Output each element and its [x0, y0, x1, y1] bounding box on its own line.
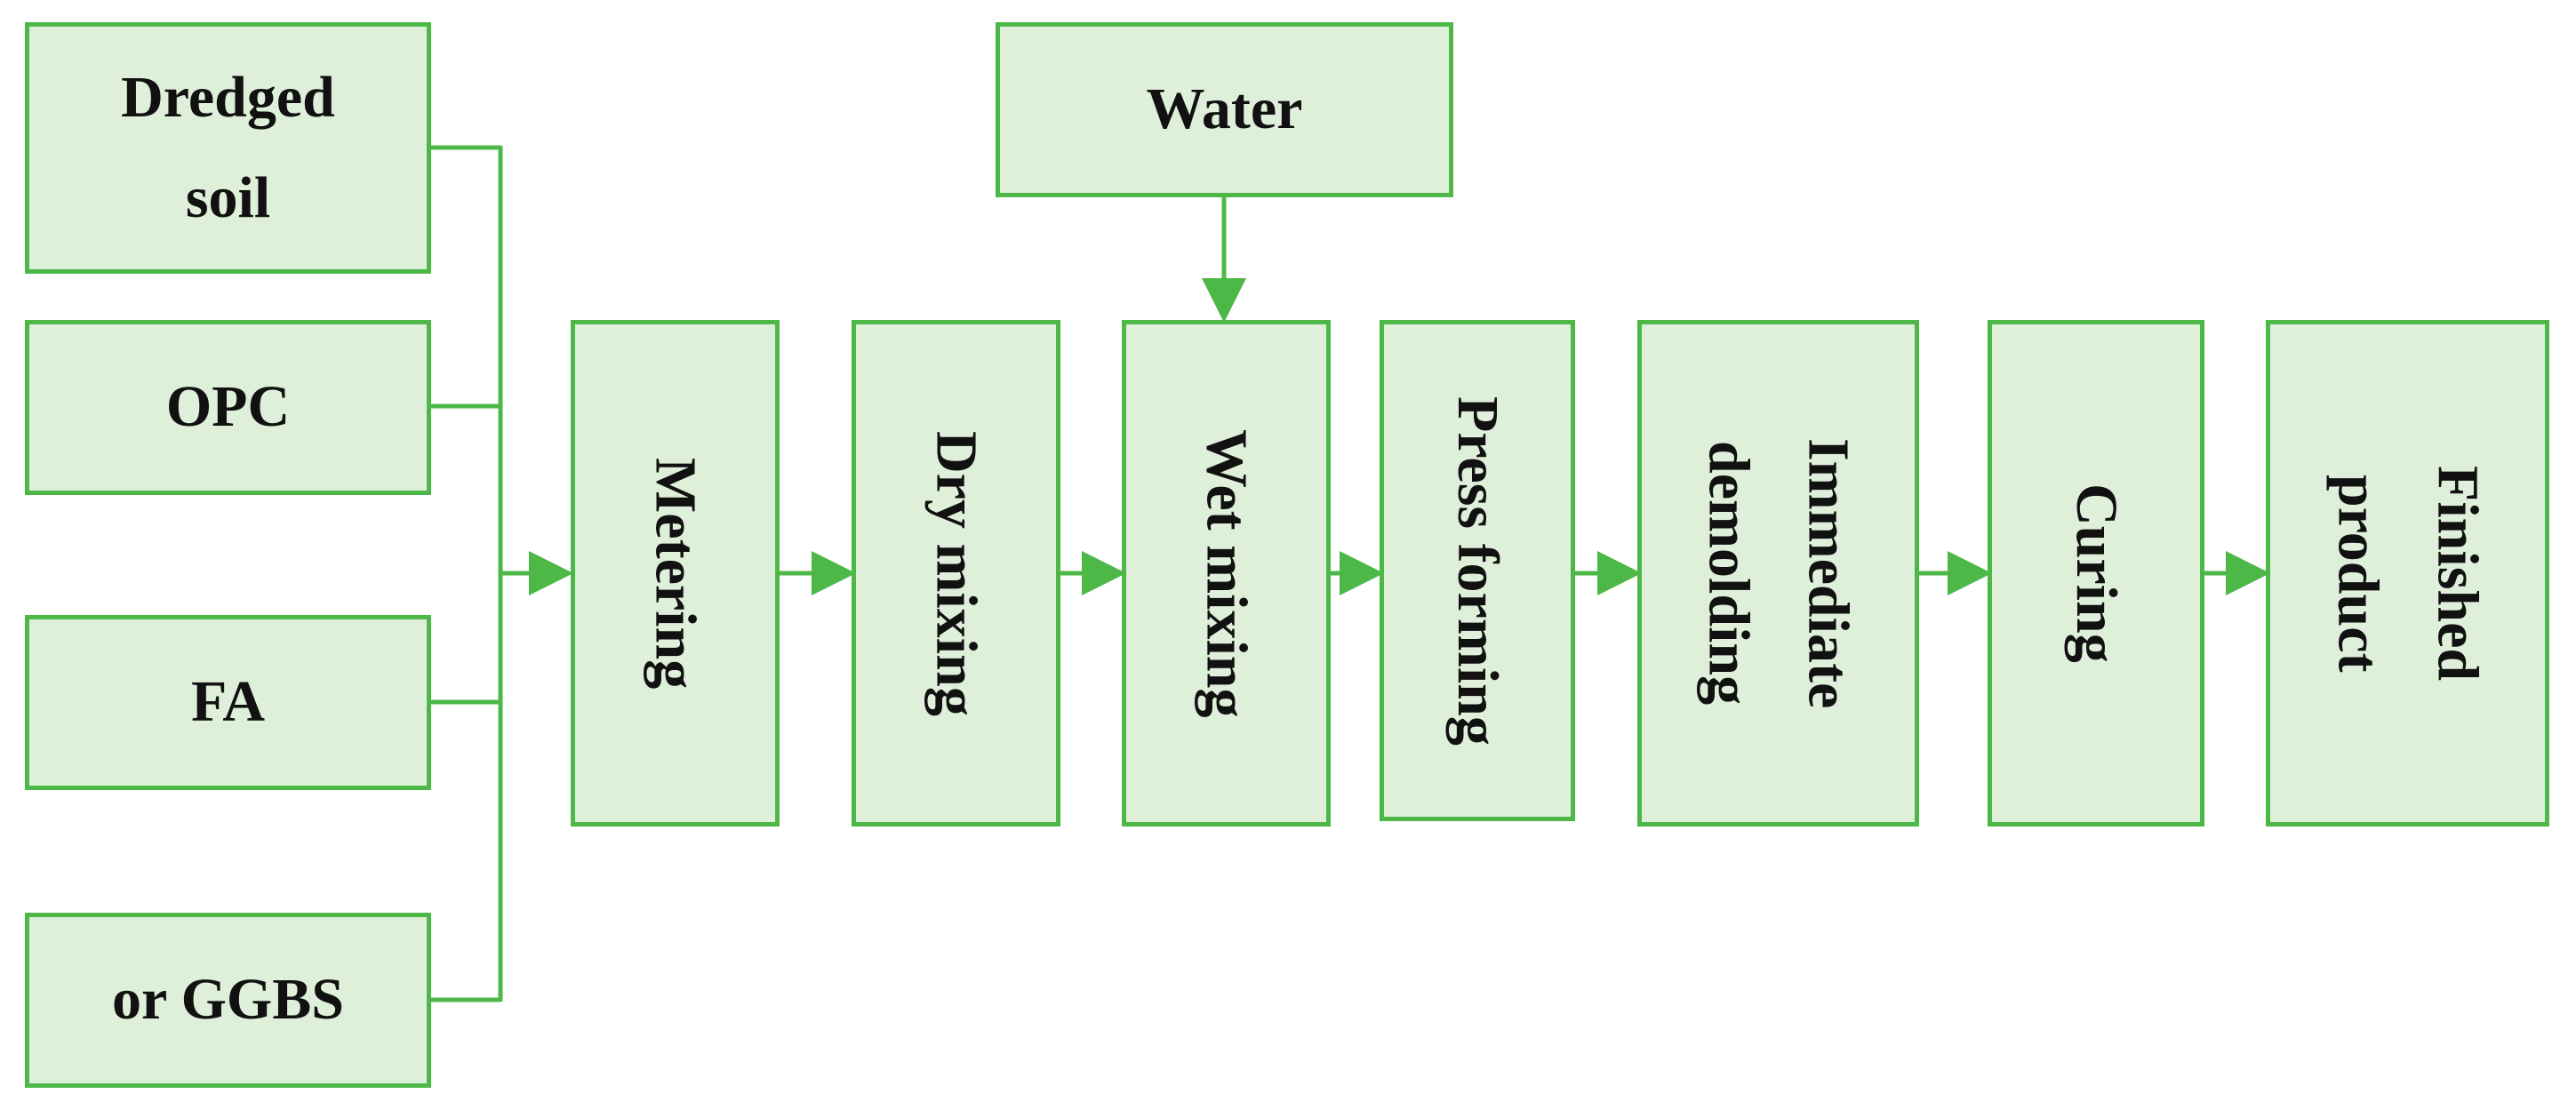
step-box-metering: Metering — [571, 320, 780, 827]
water-label: Water — [1146, 76, 1303, 142]
step-label-dry-mixing: Dry mixing — [924, 430, 989, 716]
input-box-opc: OPC — [25, 320, 431, 495]
input-label-opc: OPC — [165, 374, 291, 440]
input-label-dredged-soil: Dredged soil — [121, 65, 335, 230]
step-label-metering: Metering — [643, 457, 708, 690]
step-label-press-forming: Press forming — [1445, 395, 1511, 746]
step-box-finished-product: Finished product — [2266, 320, 2549, 827]
step-box-immediate-demolding: Immediate demolding — [1637, 320, 1919, 827]
input-box-dredged-soil: Dredged soil — [25, 22, 431, 274]
water-box: Water — [996, 22, 1453, 197]
step-label-wet-mixing: Wet mixing — [1194, 428, 1260, 718]
step-label-finished-product: Finished product — [2325, 465, 2491, 682]
step-label-curing: Curing — [2064, 483, 2130, 663]
input-label-ggbs: or GGBS — [111, 967, 344, 1033]
input-label-fa: FA — [190, 669, 266, 735]
step-label-immediate-demolding: Immediate demolding — [1696, 437, 1861, 709]
step-box-wet-mixing: Wet mixing — [1122, 320, 1331, 827]
step-box-curing: Curing — [1988, 320, 2204, 827]
input-box-ggbs: or GGBS — [25, 913, 431, 1088]
input-box-fa: FA — [25, 615, 431, 790]
step-box-dry-mixing: Dry mixing — [852, 320, 1060, 827]
step-box-press-forming: Press forming — [1380, 320, 1575, 821]
